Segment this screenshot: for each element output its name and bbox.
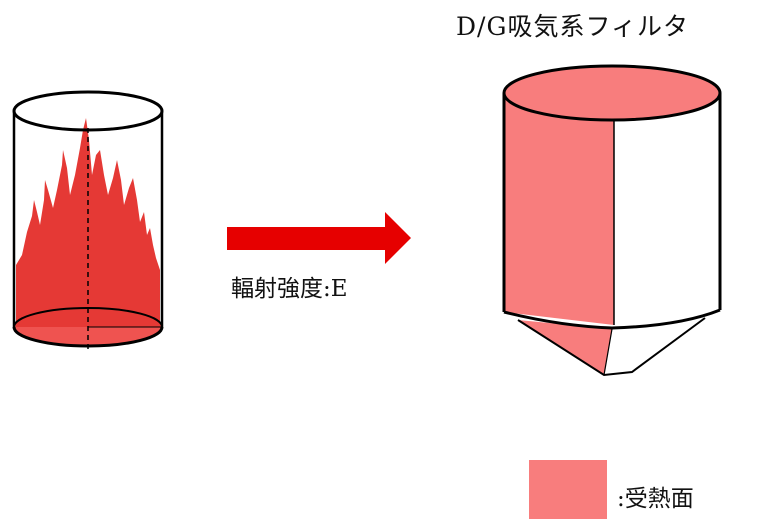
legend-swatch — [529, 460, 607, 519]
legend-label: :受熱面 — [617, 486, 694, 512]
fire-source-cylinder — [12, 90, 164, 352]
filter-left-face — [504, 93, 614, 325]
fire-cylinder-top — [12, 90, 164, 132]
right-arrow-icon — [227, 212, 411, 264]
filter-title: D/G吸気系フィルタ — [456, 12, 689, 41]
filter-cone-divider — [603, 328, 613, 376]
filter-cone-left-face — [518, 320, 612, 375]
radiation-arrow-icon — [227, 212, 411, 264]
filter-cylinder — [502, 64, 722, 377]
radiation-intensity-label: 輻射強度:E — [231, 276, 348, 302]
filter-cone-outline — [517, 317, 706, 377]
filter-top-face — [504, 66, 720, 120]
filter-bottom-rim — [503, 308, 721, 330]
